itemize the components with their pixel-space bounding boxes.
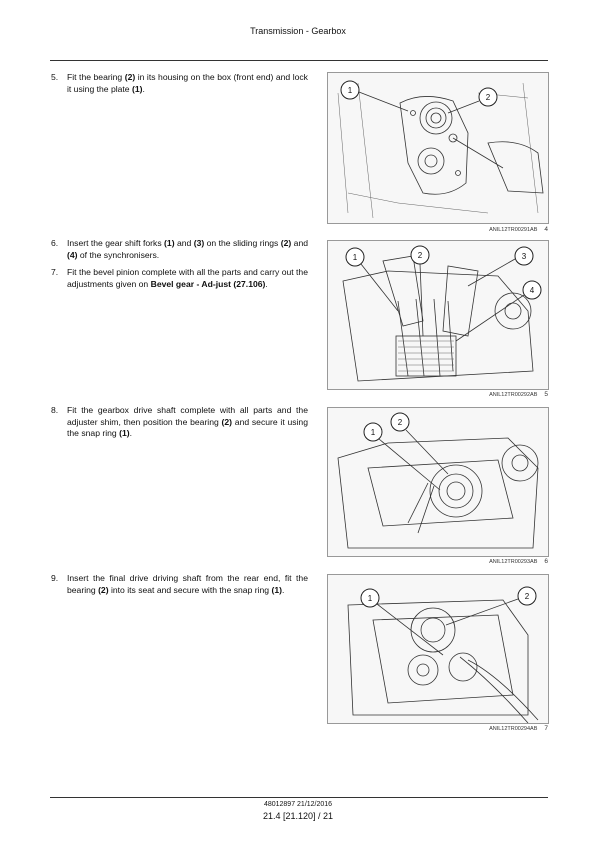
- step-number: 8.: [51, 405, 59, 415]
- step-7: 7. Fit the bevel pinion complete with al…: [51, 267, 308, 290]
- step-number: 9.: [51, 573, 59, 583]
- callout-2: 2: [486, 93, 491, 102]
- step-number: 5.: [51, 72, 59, 82]
- figure-number: 7: [544, 725, 548, 732]
- figure-image: 1 2 3 4: [327, 240, 549, 390]
- step-text: Fit the gearbox drive shaft complete wit…: [67, 405, 308, 439]
- figure-image: 1 2: [327, 574, 549, 724]
- figure-5: 1 2 3 4 ANIL12TR00292AB 5: [327, 240, 549, 403]
- figure-number: 6: [544, 558, 548, 565]
- figure-7: 1 2 ANIL12TR00294AB 7: [327, 574, 549, 737]
- callout-1: 1: [371, 428, 376, 437]
- footer-divider: [50, 797, 548, 798]
- figure-code: ANIL12TR00291AB: [489, 227, 538, 233]
- callout-1: 1: [353, 253, 358, 262]
- figure-4: 1 2 ANIL12TR00291AB 4: [327, 72, 549, 238]
- callout-3: 3: [522, 252, 527, 261]
- callout-4: 4: [530, 286, 535, 295]
- figure-code: ANIL12TR00293AB: [489, 559, 538, 565]
- page-header-title: Transmission - Gearbox: [250, 26, 346, 36]
- figure-code: ANIL12TR00294AB: [489, 726, 538, 732]
- callout-2: 2: [418, 251, 423, 260]
- step-text: Insert the final drive driving shaft fro…: [67, 573, 308, 595]
- figure-image: 1 2: [327, 407, 549, 557]
- step-text: Fit the bearing (2) in its housing on th…: [67, 72, 308, 94]
- callout-2: 2: [398, 418, 403, 427]
- step-5: 5. Fit the bearing (2) in its housing on…: [51, 72, 308, 95]
- gear-shift-forks-illustration: 1 2 3 4: [328, 241, 548, 389]
- step-8: 8. Fit the gearbox drive shaft complete …: [51, 405, 308, 440]
- figure-code: ANIL12TR00292AB: [489, 392, 538, 398]
- figure-caption: ANIL12TR00292AB 5: [489, 391, 548, 398]
- gearbox-drive-shaft-illustration: 1 2: [328, 408, 548, 556]
- step-9: 9. Insert the final drive driving shaft …: [51, 573, 308, 596]
- step-number: 6.: [51, 238, 59, 248]
- footer-document-id: 48012897 21/12/2016: [263, 801, 333, 808]
- figure-number: 5: [544, 391, 548, 398]
- figure-6: 1 2 ANIL12TR00293AB 6: [327, 407, 549, 570]
- step-text: Insert the gear shift forks (1) and (3) …: [67, 238, 309, 260]
- callout-1: 1: [368, 594, 373, 603]
- figure-number: 4: [544, 226, 548, 233]
- step-number: 7.: [51, 267, 59, 277]
- cross-reference-link[interactable]: Bevel gear - Ad-just (27.106): [150, 278, 266, 289]
- callout-2: 2: [525, 592, 530, 601]
- step-text: Fit the bevel pinion complete with all t…: [67, 267, 308, 289]
- figure-image: 1 2: [327, 72, 549, 224]
- figure-caption: ANIL12TR00294AB 7: [489, 725, 548, 732]
- figure-caption: ANIL12TR00293AB 6: [489, 558, 548, 565]
- callout-1: 1: [348, 86, 353, 95]
- header-divider: [50, 60, 548, 61]
- final-drive-shaft-illustration: 1 2: [328, 575, 548, 723]
- gearbox-front-bearing-illustration: 1 2: [328, 73, 548, 223]
- footer-page-number: 21.4 [21.120] / 21: [262, 811, 334, 821]
- figure-caption: ANIL12TR00291AB 4: [489, 226, 548, 233]
- step-6: 6. Insert the gear shift forks (1) and (…: [51, 238, 308, 261]
